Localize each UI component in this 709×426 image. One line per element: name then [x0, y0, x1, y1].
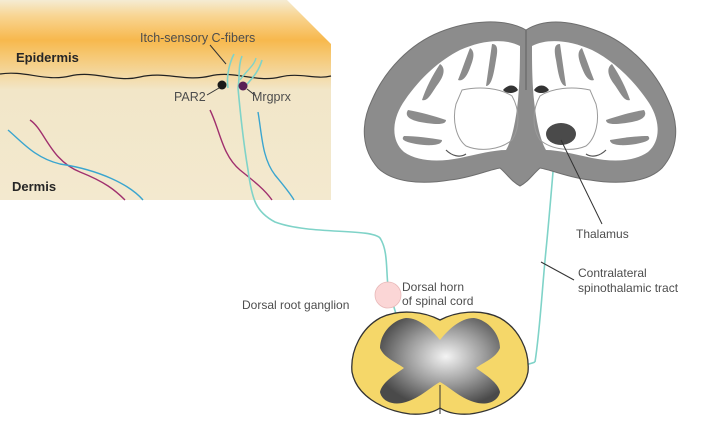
epidermis-label: Epidermis: [16, 50, 79, 65]
fiber-ending-4: [239, 57, 257, 81]
par2-leader: [206, 87, 220, 96]
dermis-label: Dermis: [12, 179, 56, 194]
thalamus: [546, 123, 576, 145]
thalamus-leader: [560, 139, 603, 225]
brain-coronal-section: [363, 21, 677, 225]
dermal-fiber-blue-2: [257, 111, 295, 201]
ventricle-left: [503, 85, 518, 93]
dermal-fiber-purple-2: [209, 109, 273, 201]
thalamus-label: Thalamus: [576, 227, 629, 241]
fiber-ending-1: [226, 53, 235, 89]
dermal-fiber-purple-1: [29, 119, 126, 201]
itch-fibers-label: Itch-sensory C-fibers: [140, 31, 255, 45]
dorsal-root-ganglion: [374, 281, 402, 309]
tract-label-line1: Contralateral: [578, 266, 647, 280]
mrgprx-receptor: [238, 81, 248, 91]
tract-leader: [540, 261, 575, 281]
mrgprx-label: Mrgprx: [252, 90, 292, 104]
par2-receptor: [217, 80, 227, 90]
ventricle-right: [534, 85, 549, 93]
fiber-ending-2: [237, 55, 243, 89]
drg-label: Dorsal root ganglion: [242, 298, 349, 312]
skin-block: [0, 0, 331, 200]
dorsal-horn-label-line1: Dorsal horn: [402, 280, 464, 294]
dermal-fiber-blue-1: [7, 129, 144, 201]
basal-ganglia-outline-right: [533, 87, 599, 150]
gray-matter: [380, 318, 500, 404]
tract-label-line2: spinothalamic tract: [578, 281, 679, 295]
fibers-leader: [209, 44, 227, 65]
skin-surface-line: [0, 72, 332, 80]
basal-ganglia-outline: [453, 87, 519, 150]
skin-section: [0, 0, 332, 201]
dorsal-horn-label-line2: of spinal cord: [402, 294, 473, 308]
mrgprx-leader: [246, 88, 257, 97]
spinal-cord-section: [351, 311, 529, 415]
par2-label: PAR2: [174, 90, 206, 104]
